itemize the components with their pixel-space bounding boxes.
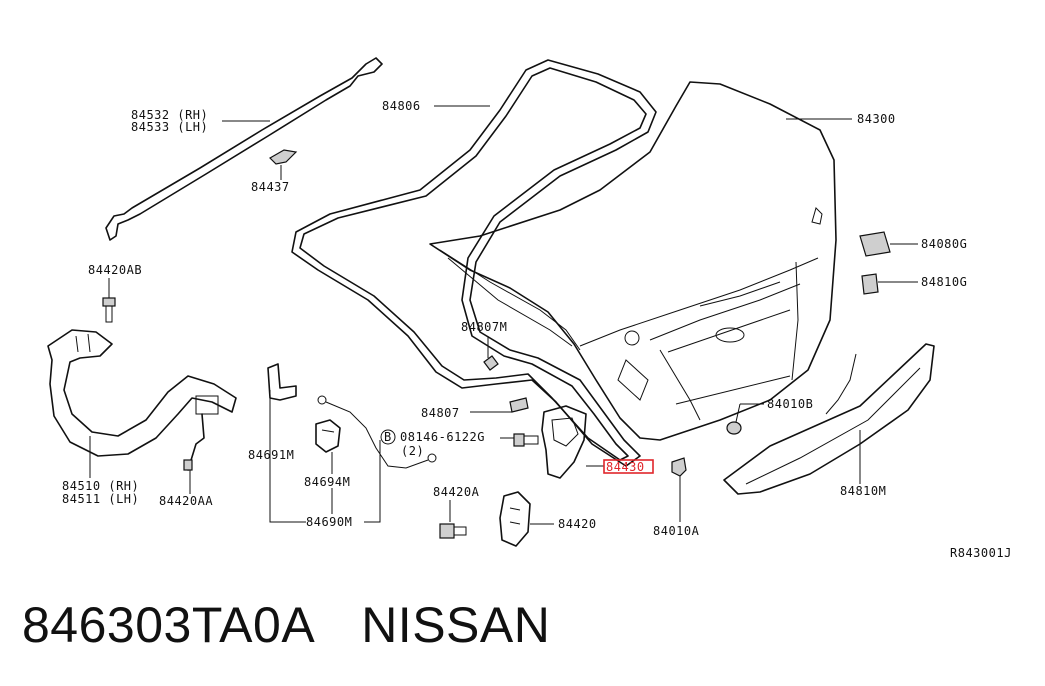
- label-84300: 84300: [857, 112, 896, 126]
- torsion-rod-84532: [105, 57, 383, 241]
- damper-84420aa: [183, 413, 205, 471]
- leader-lines: [89, 105, 918, 525]
- label-84810g: 84810G: [921, 275, 967, 289]
- trunk-lid-84300: [429, 81, 837, 441]
- trunk-latch-84430: [541, 405, 587, 479]
- label-84420: 84420: [558, 517, 597, 531]
- part-labels: 84532 (RH) 84533 (LH) 84806 84300 84437 …: [62, 99, 1012, 560]
- clip-84437: [269, 149, 298, 165]
- label-84010a: 84010A: [653, 524, 700, 538]
- label-84437: 84437: [251, 180, 290, 194]
- label-84510: 84510 (RH): [62, 479, 139, 493]
- label-08146-qty: (2): [401, 444, 424, 458]
- label-84694m: 84694M: [304, 475, 350, 489]
- label-84810m: 84810M: [840, 484, 886, 498]
- label-84690m: 84690M: [306, 515, 352, 529]
- mark-b-circle: [380, 429, 396, 445]
- weatherstrip-84806: [291, 59, 657, 467]
- brand-name: NISSAN: [361, 597, 551, 653]
- label-84420aa: 84420AA: [159, 494, 213, 508]
- handle-84694m: [315, 419, 341, 453]
- label-84533: 84533 (LH): [131, 120, 208, 134]
- label-84806: 84806: [382, 99, 421, 113]
- highlight-box-84430: [603, 459, 654, 474]
- label-84080g: 84080G: [921, 237, 967, 251]
- striker-84420: [499, 491, 531, 547]
- label-08146: 08146-6122G: [400, 430, 485, 444]
- bolt-08146: [513, 433, 539, 447]
- diagram-reference: R843001J: [950, 546, 1012, 560]
- label-08146-mark: B: [384, 430, 392, 444]
- bumper-84010a: [671, 457, 687, 477]
- label-84807m: 84807M: [461, 320, 507, 334]
- bumper-84807: [509, 397, 529, 413]
- grommet-84080g: [859, 231, 891, 257]
- bumper-84807m: [483, 355, 499, 371]
- label-84807: 84807: [421, 406, 460, 420]
- bolt-84420a: [439, 523, 467, 539]
- cable-84690m: [317, 395, 437, 469]
- clip-84810g: [861, 273, 879, 295]
- label-84010b: 84010B: [767, 397, 813, 411]
- label-84532: 84532 (RH): [131, 108, 208, 122]
- label-84420a: 84420A: [433, 485, 480, 499]
- garnish-84810m: [723, 343, 935, 495]
- label-84691m: 84691M: [248, 448, 294, 462]
- hinge-84510: [47, 329, 237, 457]
- bumper-84010b: [726, 421, 742, 435]
- bolt-84420ab: [102, 297, 116, 323]
- label-84430: 84430: [606, 460, 645, 474]
- lever-84691m: [267, 363, 297, 401]
- label-84420ab: 84420AB: [88, 263, 142, 277]
- part-caption: 846303TA0A NISSAN: [22, 596, 550, 654]
- part-number: 846303TA0A: [22, 597, 316, 653]
- label-84511: 84511 (LH): [62, 492, 139, 506]
